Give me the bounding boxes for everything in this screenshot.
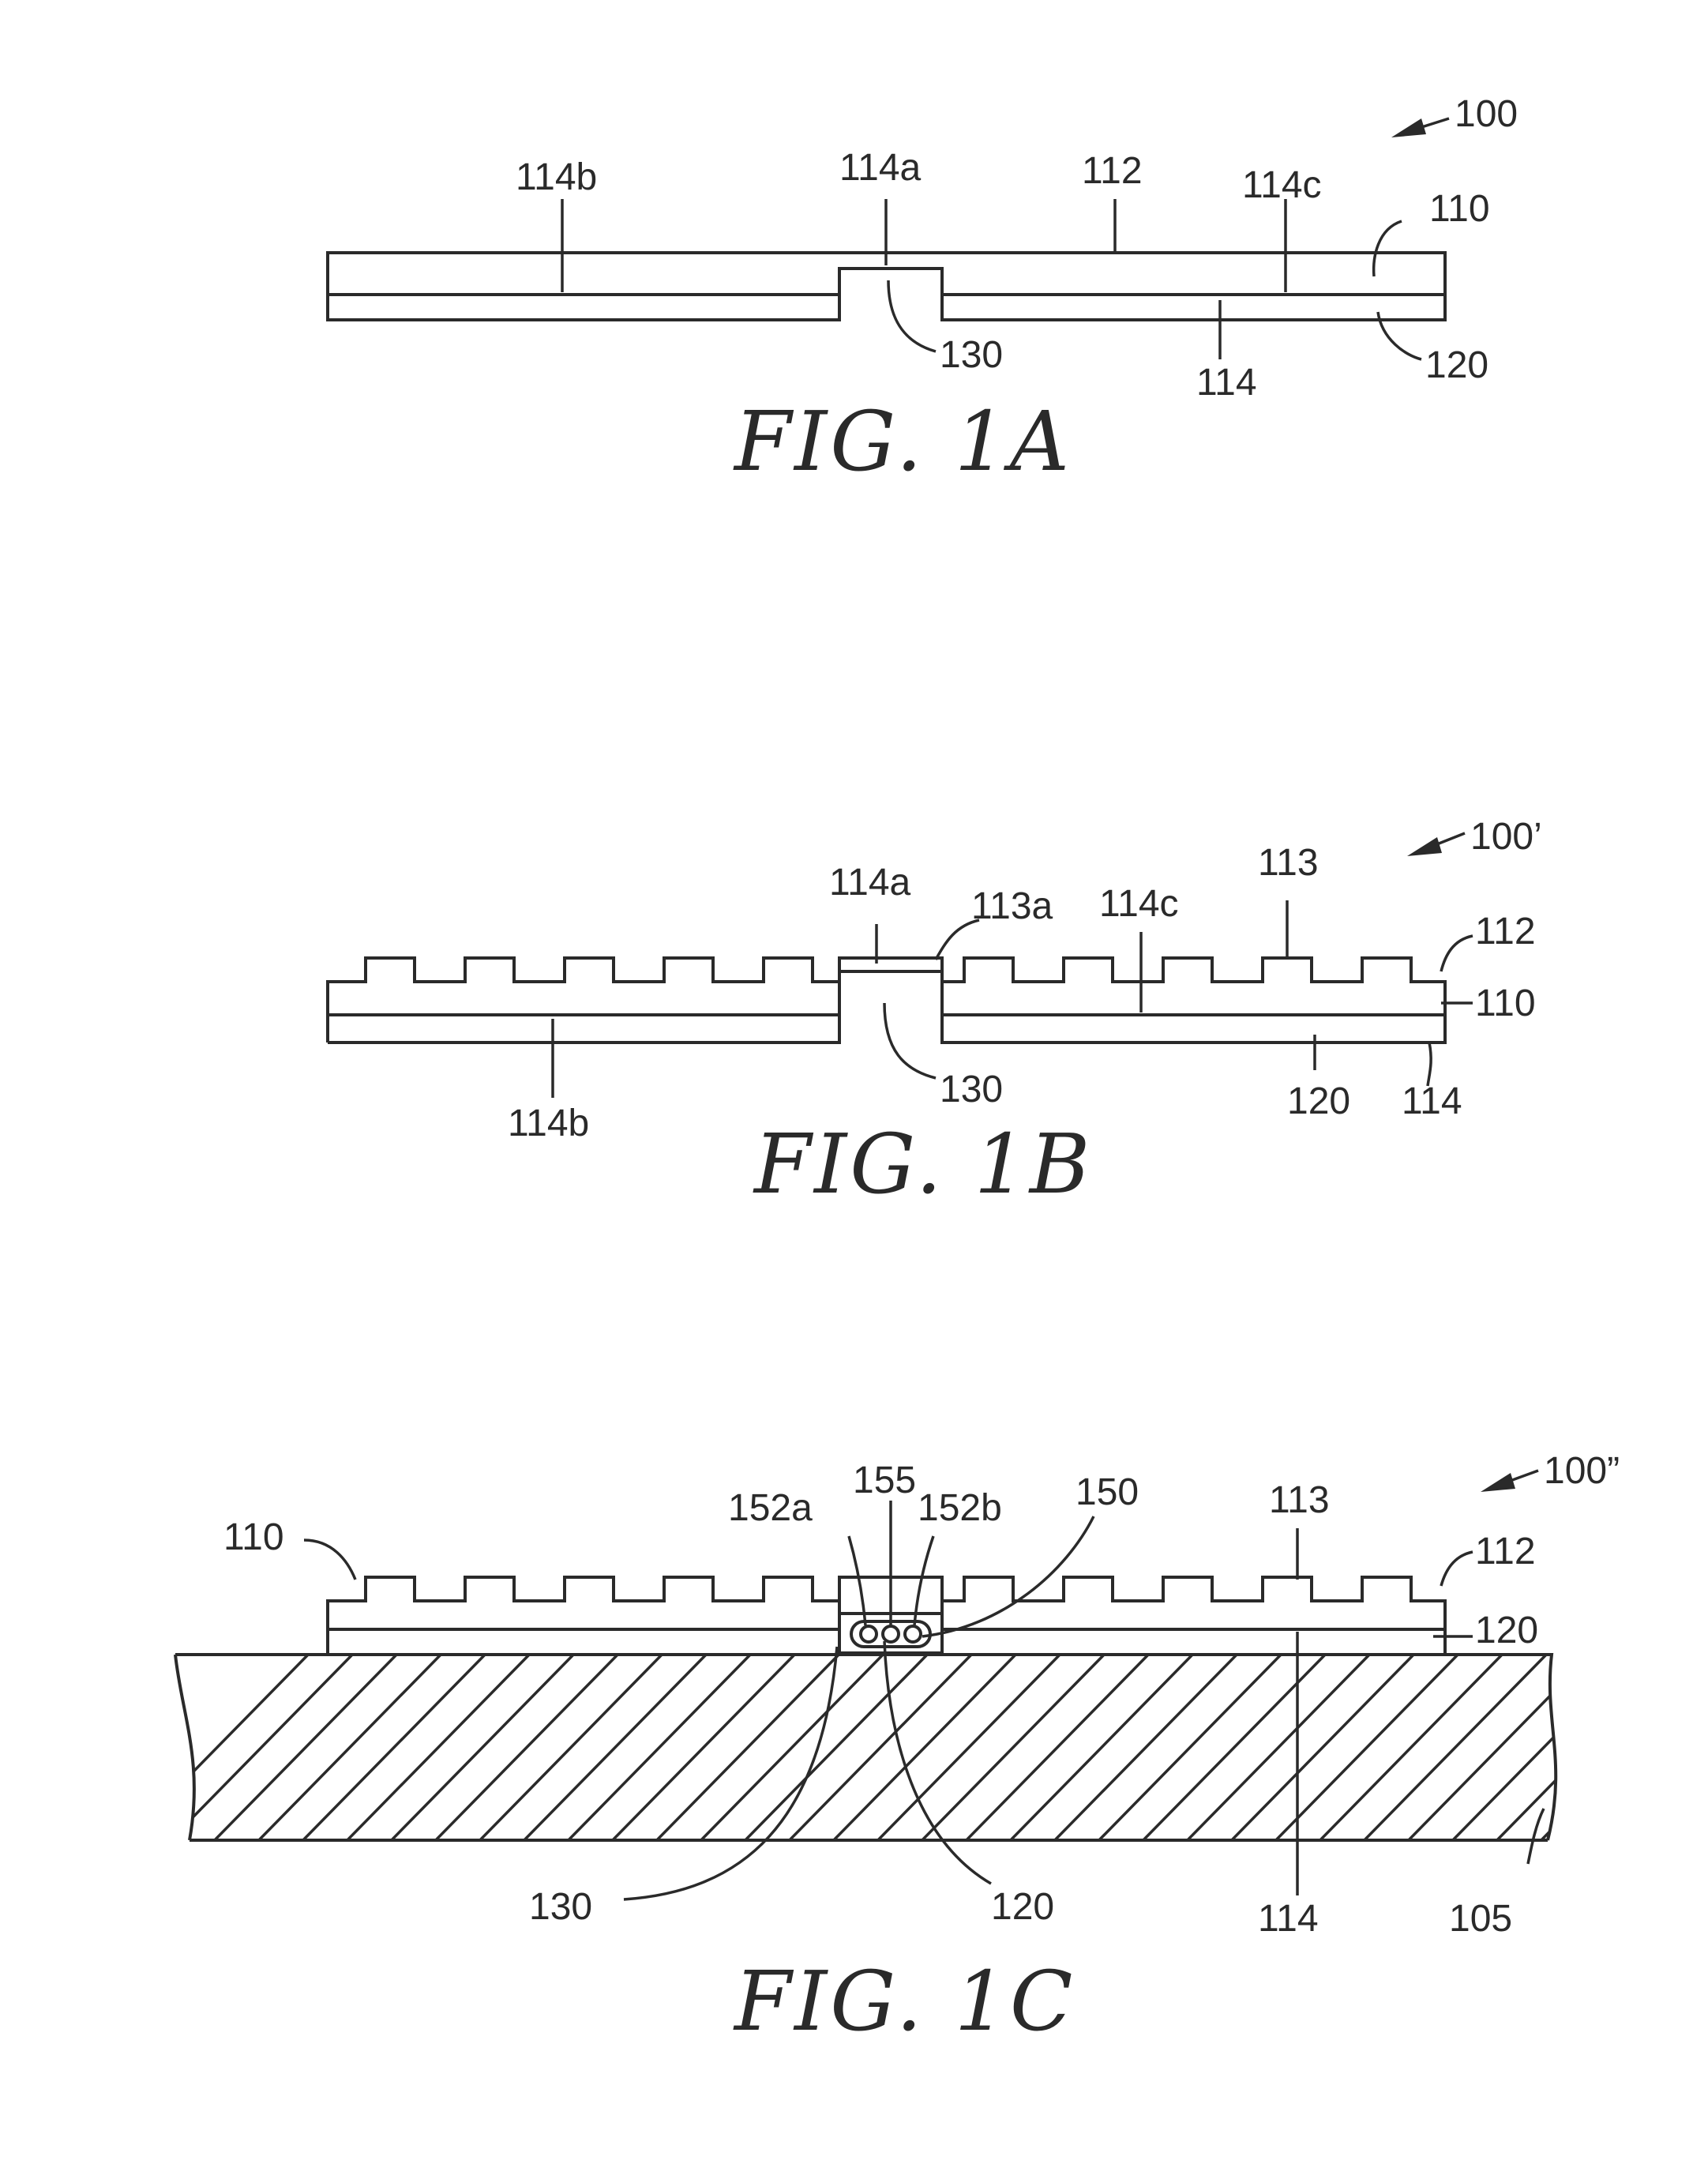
hatch-line — [1401, 1647, 1598, 1848]
fig1c-label-100: 100” — [1544, 1450, 1620, 1492]
hatch-line — [428, 1647, 625, 1848]
hatch-line — [1312, 1647, 1510, 1848]
fig1c-substrate-hatching — [118, 1647, 1708, 1848]
fig1b-leader-112 — [1441, 936, 1473, 971]
fig1c-fiber-155 — [883, 1626, 899, 1642]
fig1b-leader-114 — [1428, 1043, 1431, 1086]
fig1b-label-100: 100’ — [1470, 816, 1542, 858]
hatch-line — [1622, 1647, 1708, 1848]
hatch-line — [384, 1647, 581, 1848]
fig1c-label-120a: 120 — [1475, 1610, 1538, 1651]
hatch-line — [1224, 1647, 1421, 1848]
fig1a-label-100: 100 — [1455, 93, 1518, 135]
hatch-line — [1003, 1647, 1200, 1848]
fig1c-label-110: 110 — [223, 1516, 284, 1558]
fig1b-reference-arrow — [1407, 833, 1465, 856]
fig1a-label-120: 120 — [1425, 344, 1488, 386]
fig1b-leader-130 — [884, 1003, 936, 1078]
figure-1c: 100” 110 152a 155 152b 150 113 112 120 1… — [118, 1450, 1708, 2049]
hatch-line — [914, 1647, 1112, 1848]
hatch-line — [1047, 1647, 1244, 1848]
hatch-line — [516, 1647, 714, 1848]
figure-1a: 100 114b 114a 112 114c 110 130 114 120 F… — [328, 93, 1518, 490]
hatch-line — [472, 1647, 670, 1848]
fig1c-layer-stack — [328, 1577, 1445, 1655]
fig1c-label-152b: 152b — [918, 1487, 1002, 1529]
fig1c-fiber-152b — [905, 1626, 921, 1642]
hatch-line — [1091, 1647, 1289, 1848]
fig1b-label-110: 110 — [1475, 982, 1536, 1024]
fig1b-label-120: 120 — [1287, 1080, 1350, 1122]
fig1b-label-113: 113 — [1258, 842, 1319, 884]
fig1c-label-113: 113 — [1269, 1479, 1330, 1521]
fig1c-substrate-105 — [118, 1647, 1708, 1848]
hatch-line — [782, 1647, 979, 1848]
fig1c-leader-110 — [304, 1540, 355, 1580]
hatch-line — [1357, 1647, 1554, 1848]
fig1c-label-120b: 120 — [991, 1886, 1054, 1928]
fig1b-label-114a: 114a — [829, 862, 911, 904]
fig1a-label-130: 130 — [940, 334, 1003, 376]
fig1c-label-130: 130 — [529, 1886, 592, 1928]
hatch-line — [826, 1647, 1023, 1848]
fig1a-caption: FIG. 1A — [733, 393, 1072, 490]
fig1c-label-105: 105 — [1449, 1898, 1512, 1940]
fig1a-leader-110 — [1374, 221, 1402, 276]
hatch-line — [693, 1647, 891, 1848]
fig1c-reference-arrow — [1481, 1471, 1538, 1492]
fig1b-label-114: 114 — [1402, 1080, 1462, 1122]
fig1c-label-112: 112 — [1475, 1531, 1536, 1572]
fig1c-leader-130 — [624, 1647, 837, 1899]
fig1a-label-114b: 114b — [516, 156, 597, 198]
fig1c-caption: FIG. 1C — [733, 1953, 1075, 2049]
fig1b-label-114b: 114b — [508, 1103, 589, 1144]
hatch-line — [1489, 1647, 1687, 1848]
hatch-line — [1578, 1647, 1708, 1848]
fig1c-label-150: 150 — [1075, 1471, 1139, 1513]
hatch-line — [959, 1647, 1156, 1848]
hatch-line — [1136, 1647, 1333, 1848]
fig1a-label-112: 112 — [1082, 150, 1143, 192]
figure-1b: 100’ 114a 113a 114c 113 112 110 130 114b… — [328, 816, 1542, 1212]
fig1b-label-113a: 113a — [971, 885, 1053, 927]
hatch-line — [605, 1647, 802, 1848]
fig1c-label-114: 114 — [1258, 1898, 1319, 1940]
fig1a-reference-arrow — [1391, 118, 1449, 137]
fig1c-leader-120b — [884, 1641, 991, 1884]
fig1b-caption: FIG. 1B — [753, 1116, 1093, 1212]
hatch-line — [207, 1647, 404, 1848]
fig1c-leader-105 — [1528, 1809, 1544, 1864]
hatch-line — [1533, 1647, 1708, 1848]
hatch-line — [251, 1647, 449, 1848]
hatch-line — [1666, 1647, 1708, 1848]
hatch-line — [561, 1647, 758, 1848]
fig1b-label-112: 112 — [1475, 911, 1536, 952]
hatch-line — [118, 1647, 316, 1848]
hatch-line — [1180, 1647, 1377, 1848]
fig1a-label-114: 114 — [1196, 362, 1257, 404]
hatch-line — [295, 1647, 493, 1848]
fig1a-label-114a: 114a — [839, 147, 922, 189]
hatch-line — [738, 1647, 935, 1848]
fig1c-label-152a: 152a — [728, 1487, 813, 1529]
fig1a-label-114c: 114c — [1242, 164, 1322, 206]
fig1c-ribbed-outline — [328, 1577, 1445, 1655]
fig1b-label-114c: 114c — [1099, 883, 1179, 925]
fig1a-label-110: 110 — [1429, 188, 1490, 230]
hatch-line — [1445, 1647, 1642, 1848]
fig1c-label-155: 155 — [853, 1460, 916, 1501]
fig1a-leader-130 — [888, 280, 936, 351]
hatch-line — [340, 1647, 537, 1848]
fig1c-leader-112 — [1441, 1552, 1473, 1586]
fig1c-fiber-152a — [861, 1626, 877, 1642]
fig1b-label-130: 130 — [940, 1069, 1003, 1110]
